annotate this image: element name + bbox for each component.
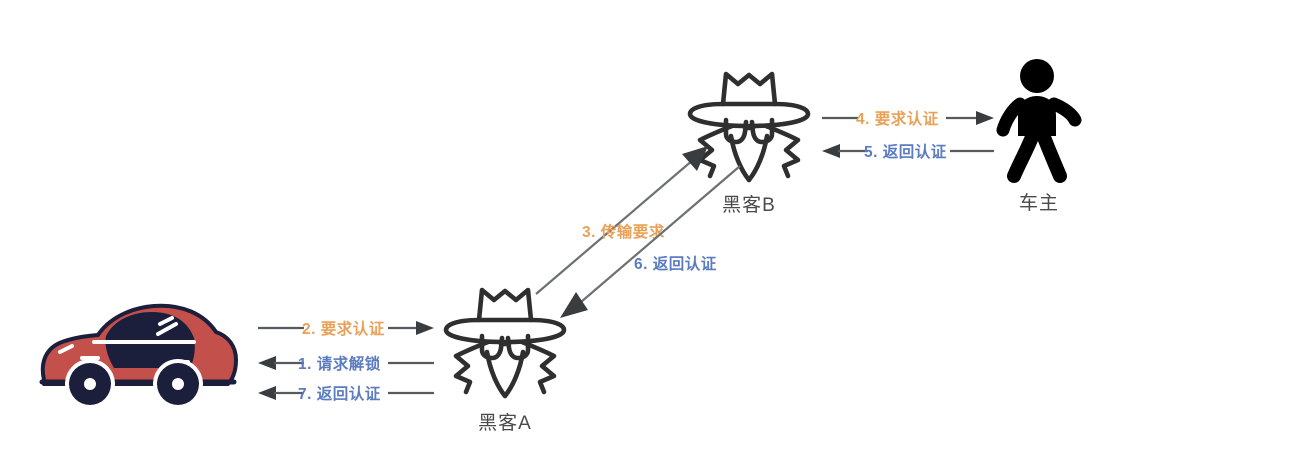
node-car [36,292,242,414]
flow-4-require-auth: 4. 要求认证 [822,110,994,128]
flow-3-label: 3. 传输要求 [582,224,665,241]
node-owner: 车主 [996,58,1082,214]
arrow-right-icon [822,111,994,125]
node-label-owner: 车主 [1018,193,1059,214]
node-hacker-a: 黑客A [442,274,568,434]
walking-person-icon [996,59,1082,183]
flow-3-relay-request: 3. 传输要求 [530,140,720,300]
flow-1-label: 1. 请求解锁 [298,356,381,373]
flow-5-return-auth: 5. 返回认证 [822,143,994,161]
flow-2-label: 2. 要求认证 [302,321,385,338]
node-label-hacker-b: 黑客B [722,195,776,216]
flow-1-request-unlock: 1. 请求解锁 [258,355,434,373]
flow-7-return-auth: 7. 返回认证 [258,385,434,403]
hacker-incognito-icon [687,71,811,183]
arrow-up-right-icon [535,146,708,295]
flow-7-label: 7. 返回认证 [298,386,381,403]
arrow-right-icon [258,321,434,335]
flow-2-require-auth: 2. 要求认证 [258,320,434,338]
arrow-left-icon [258,386,434,400]
node-hacker-b: 黑客B [686,58,812,216]
node-label-hacker-a: 黑客A [478,413,532,434]
flow-6-label: 6. 返回认证 [634,256,717,273]
red-car-icon [39,303,238,409]
hacker-incognito-icon [443,287,567,399]
arrow-down-left-icon [560,165,741,318]
flow-5-label: 5. 返回认证 [864,144,947,161]
arrow-left-icon [822,144,994,158]
flow-6-relay-return-auth: 6. 返回认证 [548,160,746,322]
arrow-left-icon [258,356,434,370]
flow-4-label: 4. 要求认证 [856,111,939,128]
